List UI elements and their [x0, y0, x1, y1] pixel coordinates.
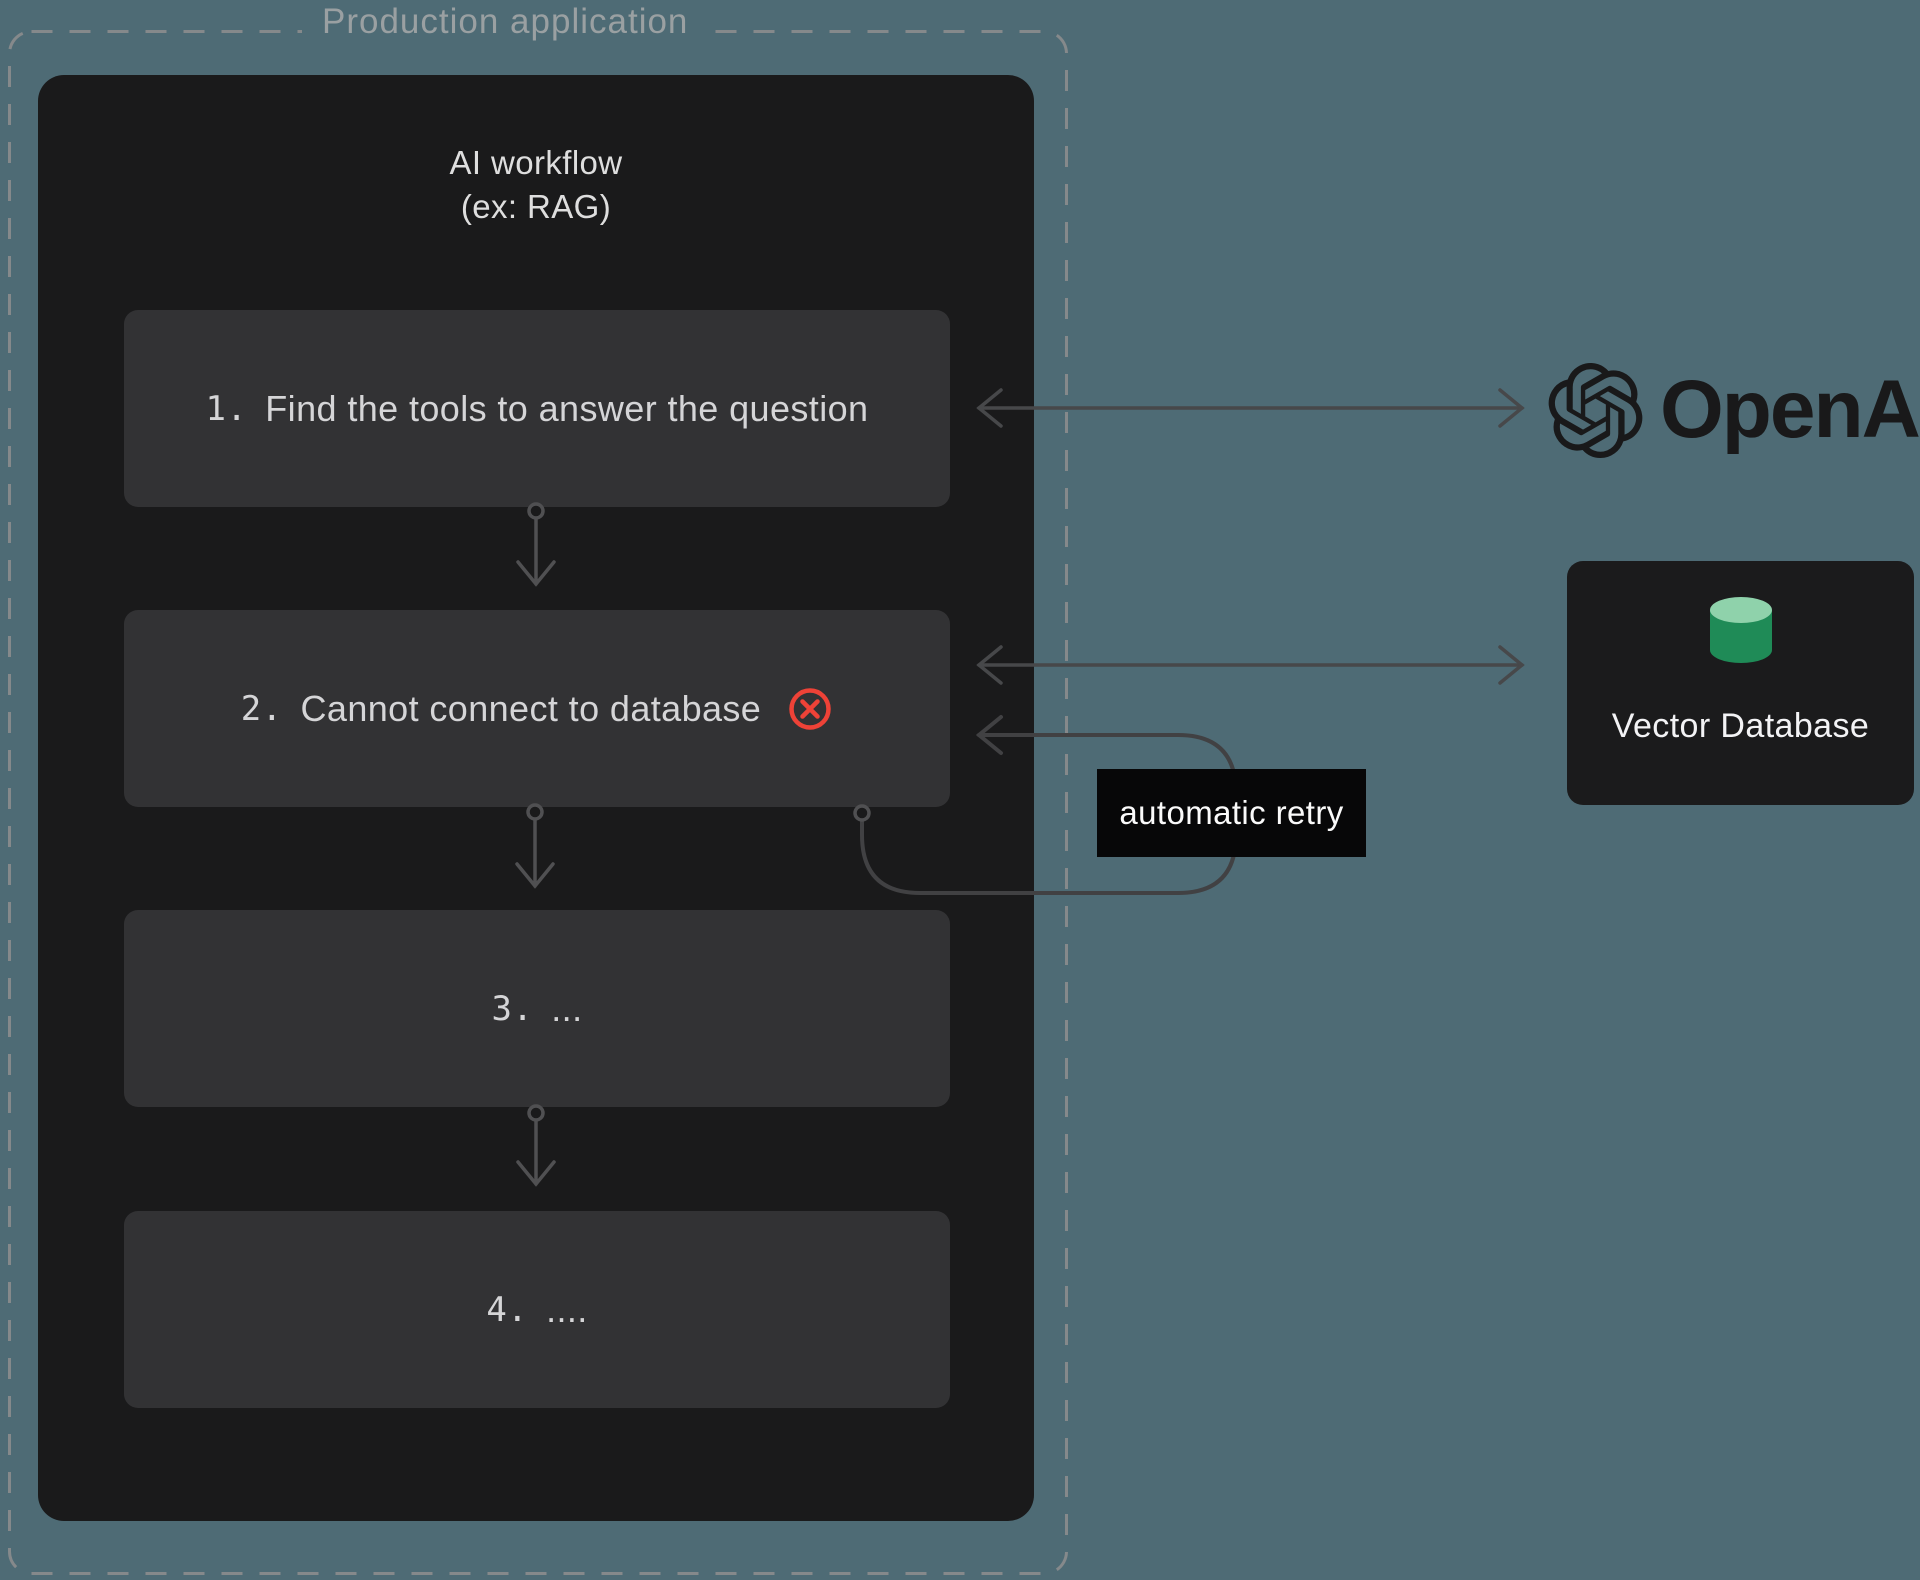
step-number: 2. [240, 688, 283, 729]
workflow-step-3: 3. ... [124, 910, 950, 1107]
step-number: 4. [486, 1289, 529, 1330]
ai-workflow-subtitle: (ex: RAG) [460, 188, 612, 225]
step-text: ... [551, 987, 583, 1029]
workflow-step-2: 2. Cannot connect to database [124, 610, 950, 807]
automatic-retry-badge: automatic retry [1097, 769, 1366, 857]
step-text: Cannot connect to database [300, 687, 762, 729]
openai-blossom-icon [1548, 362, 1643, 458]
openai-wordmark: OpenAI [1660, 364, 1920, 455]
automatic-retry-label: automatic retry [1119, 794, 1344, 831]
ai-workflow-title: AI workflow (ex: RAG) [38, 141, 1034, 229]
vector-database-card: Vector Database [1567, 561, 1914, 805]
openai-double-arrow [976, 388, 1525, 428]
step-number: 1. [205, 388, 248, 429]
ai-workflow-panel: AI workflow (ex: RAG) 1. Find the tools … [38, 75, 1034, 1521]
ai-workflow-title-line: AI workflow [449, 144, 623, 181]
database-cylinder-icon [1709, 597, 1772, 663]
error-icon [789, 687, 831, 730]
step-text: Find the tools to answer the question [265, 387, 869, 429]
vector-db-double-arrow [976, 645, 1525, 685]
step-text: .... [546, 1288, 588, 1330]
workflow-step-4: 4. .... [124, 1211, 950, 1408]
vector-database-label: Vector Database [1611, 707, 1870, 745]
production-application-label: Production application [302, 2, 709, 42]
openai-logo: OpenAI [1548, 354, 1920, 466]
step-number: 3. [491, 988, 534, 1029]
workflow-step-1: 1. Find the tools to answer the question [124, 310, 950, 507]
